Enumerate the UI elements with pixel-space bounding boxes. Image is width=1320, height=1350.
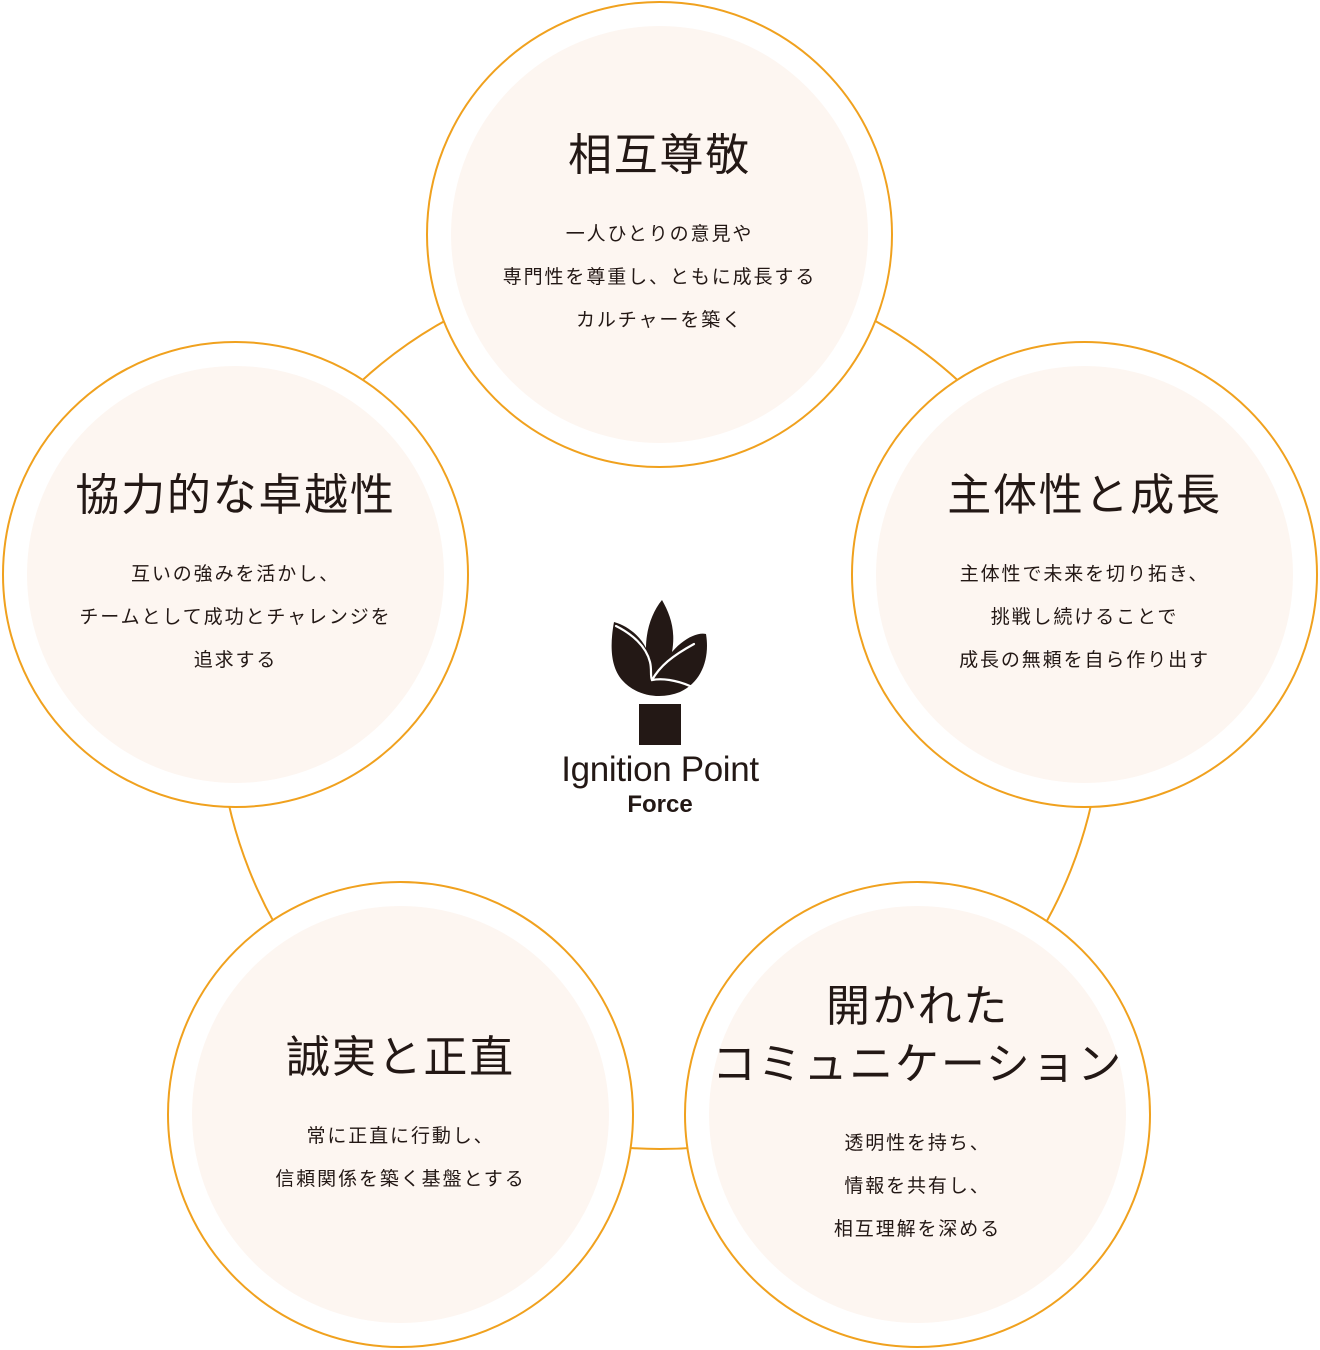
value-description-line: 常に正直に行動し、 — [306, 1124, 495, 1147]
value-circle-mutual-respect: 相互尊敬 一人ひとりの意見や 専門性を尊重し、ともに成長する カルチャーを築く — [426, 1, 893, 468]
value-description-line: 追求する — [193, 649, 278, 671]
value-title-line: 開かれた — [825, 981, 1010, 1032]
value-circle-fill: 誠実と正直 常に正直に行動し、 信頼関係を築く基盤とする — [192, 906, 609, 1323]
value-circle-open-communication: 開かれた コミュニケーション 透明性を持ち、 情報を共有し、 相互理解を深める — [684, 881, 1151, 1348]
value-description-line: カルチャーを築く — [575, 309, 743, 331]
value-description-line: 挑戦し続けることで — [990, 606, 1179, 628]
value-title: 協力的な卓越性 — [75, 467, 395, 525]
value-circle-fill: 主体性と成長 主体性で未来を切り拓き、 挑戦し続けることで 成長の無頼を自ら作り… — [876, 366, 1293, 783]
value-title: 主体性と成長 — [947, 467, 1222, 525]
logo-name: Ignition Point — [561, 750, 759, 789]
value-description-line: 成長の無頼を自ら作り出す — [959, 649, 1210, 671]
value-description-line: 情報を共有し、 — [844, 1175, 991, 1197]
value-title-line: コミュニケーション — [712, 1039, 1123, 1090]
value-description-line: 一人ひとりの意見や — [565, 223, 754, 245]
value-description-line: 相互理解を深める — [833, 1218, 1002, 1240]
value-description-line: 互いの強みを活かし、 — [130, 563, 340, 585]
value-description: 透明性を持ち、 情報を共有し、 相互理解を深める — [834, 1122, 1001, 1251]
value-title-line: 主体性と成長 — [947, 470, 1222, 521]
value-description-line: チームとして成功とチャレンジを — [79, 606, 392, 628]
value-circle-fill: 相互尊敬 一人ひとりの意見や 専門性を尊重し、ともに成長する カルチャーを築く — [451, 26, 868, 443]
value-circle-integrity-honesty: 誠実と正直 常に正直に行動し、 信頼関係を築く基盤とする — [167, 881, 634, 1348]
logo-subtitle: Force — [627, 791, 693, 818]
value-title: 開かれた コミュニケーション — [712, 978, 1123, 1094]
value-description: 一人ひとりの意見や 専門性を尊重し、ともに成長する カルチャーを築く — [503, 213, 817, 342]
value-description: 常に正直に行動し、 信頼関係を築く基盤とする — [275, 1115, 525, 1201]
value-description-line: 専門性を尊重し、ともに成長する — [502, 266, 817, 288]
value-circle-fill: 開かれた コミュニケーション 透明性を持ち、 情報を共有し、 相互理解を深める — [709, 906, 1126, 1323]
value-description: 互いの強みを活かし、 チームとして成功とチャレンジを 追求する — [79, 553, 391, 682]
company-logo: Ignition Point Force — [520, 596, 800, 826]
flame-leaf-icon — [611, 600, 707, 745]
value-circle-ownership-growth: 主体性と成長 主体性で未来を切り拓き、 挑戦し続けることで 成長の無頼を自ら作り… — [851, 341, 1318, 808]
value-title-line: 協力的な卓越性 — [75, 470, 396, 521]
value-description-line: 透明性を持ち、 — [844, 1132, 991, 1154]
value-description-line: 信頼関係を築く基盤とする — [275, 1167, 526, 1190]
value-title: 相互尊敬 — [568, 127, 751, 185]
value-circle-collaborative-excellence: 協力的な卓越性 互いの強みを活かし、 チームとして成功とチャレンジを 追求する — [2, 341, 469, 808]
value-circle-fill: 協力的な卓越性 互いの強みを活かし、 チームとして成功とチャレンジを 追求する — [27, 366, 444, 783]
value-title: 誠実と正直 — [286, 1029, 515, 1087]
value-title-line: 相互尊敬 — [567, 130, 752, 181]
value-description: 主体性で未来を切り拓き、 挑戦し続けることで 成長の無頼を自ら作り出す — [959, 553, 1210, 682]
value-description-line: 主体性で未来を切り拓き、 — [959, 563, 1210, 585]
value-title-line: 誠実と正直 — [286, 1031, 515, 1083]
